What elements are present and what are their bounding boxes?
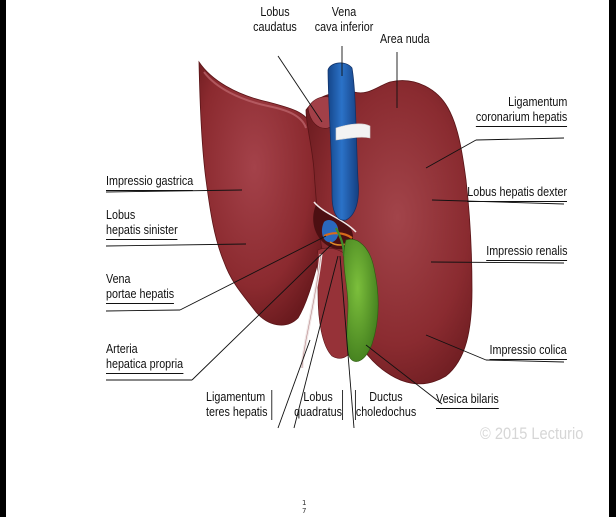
- label-impressio-renalis: Impressio renalis: [485, 244, 567, 261]
- left-lobe-shape: [198, 60, 323, 326]
- label-impressio-gastrica: Impressio gastrica: [106, 174, 194, 191]
- gallbladder-shape: [343, 238, 379, 362]
- label-area-nuda: Area nuda: [380, 32, 430, 46]
- label-vena-cava-inferior: Vena cava inferior: [314, 5, 374, 34]
- liver-illustration: [105, 46, 565, 429]
- label-ligamentum-teres-hepatis: Ligamentum teres hepatis: [206, 390, 272, 420]
- page-number: 1 7: [302, 499, 307, 515]
- vena-cava-shape: [327, 62, 359, 221]
- slide: Lobus caudatus Vena cava inferior Area n…: [6, 0, 609, 517]
- label-lobus-quadratus: Lobus quadratus: [294, 390, 344, 420]
- label-vesica-bilaris: Vesica bilaris: [436, 392, 499, 409]
- label-vena-portae-hepatis: Vena portae hepatis: [106, 272, 175, 304]
- leader-lines: [105, 46, 565, 429]
- label-lobus-hepatis-dexter: Lobus hepatis dexter: [467, 185, 567, 202]
- label-ductus-choledochus: Ductus choledochus: [354, 390, 417, 420]
- label-impressio-colica: Impressio colica: [489, 343, 567, 360]
- label-lobus-hepatis-sinister: Lobus hepatis sinister: [106, 208, 178, 240]
- copyright-watermark: © 2015 Lecturio: [480, 424, 584, 443]
- label-ligamentum-coronarium: Ligamentum coronarium hepatis: [475, 95, 567, 127]
- label-arteria-hepatica-propria: Arteria hepatica propria: [106, 342, 184, 374]
- label-lobus-caudatus: Lobus caudatus: [253, 5, 297, 34]
